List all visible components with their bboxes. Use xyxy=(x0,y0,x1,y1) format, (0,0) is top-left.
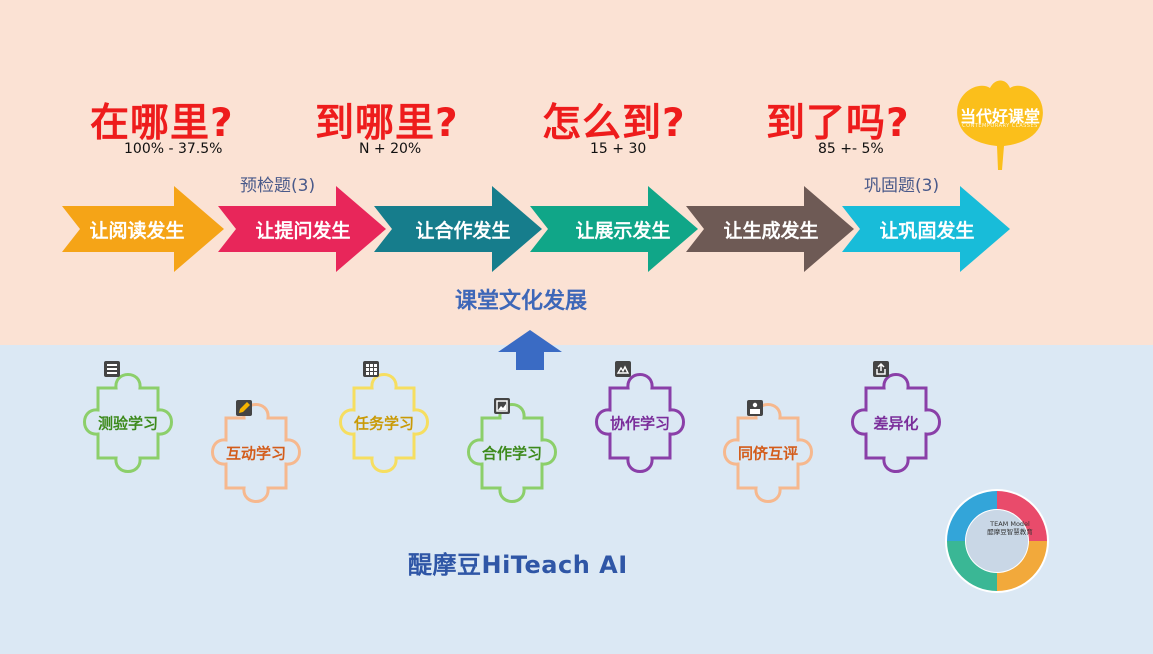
logo-leaf-shape xyxy=(957,80,1043,170)
arrow-consolidation-shape xyxy=(842,186,1010,272)
list-icon xyxy=(104,361,120,377)
arrow-generation-shape xyxy=(686,186,854,272)
arrow-reading-shape xyxy=(62,186,224,272)
contemporary-classes-logo xyxy=(957,80,1043,170)
ratio-where-now: 100% - 37.5% xyxy=(124,141,223,157)
team-model-badge xyxy=(945,489,1049,593)
up-arrow-icon xyxy=(498,330,562,370)
team-model-line1: TEAM Model xyxy=(990,520,1030,528)
podium-icon xyxy=(747,400,763,416)
arrow-generation: 让生成发生 xyxy=(686,186,854,272)
question-how-to-get: 怎么到? xyxy=(542,101,686,146)
grid-icon xyxy=(363,361,379,377)
puzzle-label-cooperative-learning: 合作学习 xyxy=(481,444,543,463)
ratio-arrived: 85 +- 5% xyxy=(818,141,884,157)
puzzle-piece-cooperative-learning xyxy=(467,403,557,503)
arrow-cooperation: 让合作发生 xyxy=(374,186,542,272)
arrow-questioning: 让提问发生 xyxy=(218,186,386,272)
puzzle-piece-peer-review xyxy=(723,403,813,503)
arrow-consolidation: 让巩固发生 xyxy=(842,186,1010,272)
team-model-text: TEAM Model 醍摩豆智慧教育 xyxy=(975,520,1045,536)
image-icon xyxy=(494,398,510,414)
upper-section-background xyxy=(0,0,1153,345)
question-where-to: 到哪里? xyxy=(315,101,459,146)
ratio-how-to-get: 15 + 30 xyxy=(590,141,647,157)
share-icon xyxy=(873,361,889,377)
arrow-reading: 让阅读发生 xyxy=(62,186,224,272)
hiteach-ai-brand: 醍摩豆HiTeach AI xyxy=(408,551,628,579)
puzzle-label-differentiation: 差异化 xyxy=(873,414,919,433)
question-where-now: 在哪里? xyxy=(90,101,234,146)
arrow-presentation: 让展示发生 xyxy=(530,186,698,272)
pencil-icon xyxy=(236,400,252,416)
puzzle-piece-quiz-learning xyxy=(83,373,173,473)
consolidate-questions-label: 巩固题(3) xyxy=(864,176,940,196)
logo-title: 当代好课堂 xyxy=(959,107,1040,126)
arrow-cooperation-shape xyxy=(374,186,542,272)
puzzle-label-quiz-learning: 测验学习 xyxy=(97,414,159,433)
ratio-where-to: N + 20% xyxy=(359,141,422,157)
lower-section-background xyxy=(0,345,1153,654)
puzzle-label-peer-review: 同侪互评 xyxy=(737,444,799,463)
team-model-line2: 醍摩豆智慧教育 xyxy=(987,528,1033,536)
puzzle-piece-task-learning xyxy=(339,373,429,473)
preview-questions-label: 预检题(3) xyxy=(240,176,316,196)
arrow-questioning-shape xyxy=(218,186,386,272)
puzzle-label-collaborative-learning: 协作学习 xyxy=(609,414,671,433)
question-arrived: 到了吗? xyxy=(766,101,910,146)
arrow-presentation-shape xyxy=(530,186,698,272)
puzzle-piece-interactive-learning xyxy=(211,403,301,503)
hands-icon xyxy=(615,361,631,377)
puzzle-label-interactive-learning: 互动学习 xyxy=(225,444,287,463)
logo-subtitle: CONTEMPORARY CLASSES xyxy=(962,123,1038,129)
puzzle-piece-differentiation xyxy=(851,373,941,473)
puzzle-label-task-learning: 任务学习 xyxy=(353,414,415,433)
puzzle-piece-collaborative-learning xyxy=(595,373,685,473)
classroom-culture-title: 课堂文化发展 xyxy=(455,289,588,314)
